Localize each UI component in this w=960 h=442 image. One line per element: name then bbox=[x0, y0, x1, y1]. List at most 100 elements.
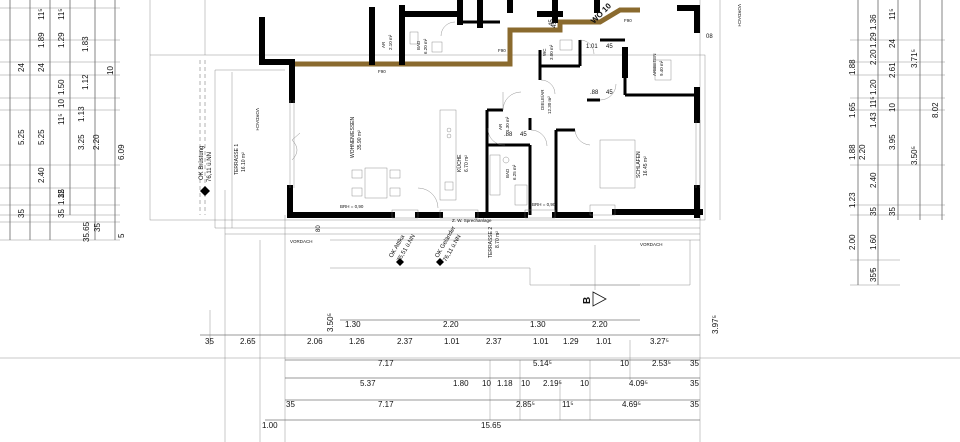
dim-left-inner-7: 3.25 bbox=[77, 134, 86, 150]
room-diele-area: 12.30 m² bbox=[547, 96, 552, 114]
dim-right-col1-9: 35⁵ bbox=[869, 270, 878, 282]
dim-right-col3-0: 24 bbox=[888, 39, 897, 48]
dim-right-col2-9: 5 bbox=[869, 267, 878, 272]
dim-row5-0: 35 bbox=[286, 400, 295, 409]
dim-row6-0: 1.00 bbox=[262, 421, 278, 430]
dim-right-col1-4: 1.88 bbox=[848, 144, 857, 160]
bottom-dimension-lines bbox=[0, 190, 960, 442]
dim-left-inner-8: 2.20 bbox=[92, 134, 101, 150]
label-vordach-bottom-right: VORDACH bbox=[640, 242, 663, 247]
room-kueche-area: 6.70 m² bbox=[464, 155, 470, 172]
dim-row4-8: 35 bbox=[690, 379, 699, 388]
dim-right-col2-1: 1.29 bbox=[869, 32, 878, 48]
doors bbox=[417, 21, 617, 209]
dim-left-outer-3: 10 bbox=[106, 66, 115, 75]
room-kueche-name: KÜCHE bbox=[456, 154, 463, 172]
room-bad-lower-name: BAD bbox=[505, 168, 510, 178]
label-brh-left: BRH = 0,90 bbox=[340, 204, 364, 209]
annotations: WO 10 F90 F90 F90 BRH = 0,90 BRH = 0,90 … bbox=[199, 1, 742, 307]
room-terrasse2-name: TERRASSE 2 bbox=[488, 227, 494, 258]
dim-right-col1-6: 1.23 bbox=[848, 192, 857, 208]
room-schlafen-name: SCHLAFEN bbox=[636, 151, 642, 178]
level-marker-bruestung bbox=[200, 186, 210, 196]
dim-row4-6: 10 bbox=[580, 379, 589, 388]
room-ar-upper-area: 2.10 m² bbox=[388, 34, 393, 50]
level-marker-gelaender bbox=[436, 258, 444, 266]
dim-left-outer-0: 11⁵ bbox=[37, 8, 46, 20]
dim-right-col2-0: 11⁵ bbox=[888, 8, 897, 20]
room-arbeiten-name: ARBEITEN bbox=[652, 53, 657, 76]
dim-left-inner-5: 1.13 bbox=[77, 106, 86, 122]
right-dimension-lines bbox=[850, 0, 945, 286]
dim-row3-3: 2.53⁵ bbox=[652, 359, 671, 368]
room-terrasse1-area: 16.10 m² bbox=[241, 152, 247, 172]
dim-left-inner-1: 1.29 bbox=[57, 32, 66, 48]
dim-row5-4: 4.69⁵ bbox=[622, 400, 641, 409]
dim-right-col1-7: 35 bbox=[869, 207, 878, 216]
label-ok-bruestung: OK Brüstung bbox=[199, 146, 205, 180]
room-diele-name: DIELE/AR bbox=[540, 89, 545, 110]
dim-row2-5: 1.01 bbox=[444, 337, 460, 346]
room-wc-name: WC bbox=[542, 48, 547, 56]
label-door-45d: 45 bbox=[520, 132, 527, 138]
dim-left-outer-2: 24 bbox=[17, 63, 26, 72]
dim-row5-3: 11⁵ bbox=[562, 400, 574, 409]
dim-right-col1-8: 2.00 bbox=[848, 234, 857, 250]
dim-right-col2-5: 3.95 bbox=[888, 134, 897, 150]
left-dimension-texts: 11⁵ 1.89 24 10 5.25 6.09 35 35.65 35 5.2… bbox=[17, 8, 126, 242]
room-wc-area: 3.00 m² bbox=[549, 44, 554, 60]
section-arrow-icon bbox=[592, 291, 607, 307]
dim-left-outer-7: 35.65 bbox=[82, 221, 91, 242]
dim-left-outer-5: 6.09 bbox=[117, 144, 126, 160]
dim-right-col4-1: 8.02 bbox=[931, 102, 940, 118]
label-vordach-left: VORDACH bbox=[255, 108, 260, 131]
dim-row5-1: 7.17 bbox=[378, 400, 394, 409]
label-door-45b: 45 bbox=[606, 44, 613, 50]
dim-left-col4-2: 35 bbox=[57, 189, 66, 198]
bottom-dimension-texts: 1.30 2.20 1.30 2.20 35 2.65 2.06 1.26 2.… bbox=[205, 320, 699, 430]
dim-left-col4-0: 1.83 bbox=[81, 36, 90, 52]
room-ar-upper-name: AR bbox=[381, 41, 386, 48]
label-f90-b: F90 bbox=[498, 48, 506, 53]
label-door-88b: .88 bbox=[504, 132, 513, 138]
dim-right-col1-2: 1.88 bbox=[848, 59, 857, 75]
dim-right-col4-0: 3.71⁵ bbox=[910, 49, 919, 68]
dim-row1-1: 2.20 bbox=[443, 320, 459, 329]
dim-left-col4-3: 5 bbox=[117, 233, 126, 238]
dim-right-col1-0: 1.36 bbox=[869, 14, 878, 30]
dim-row3-1: 5.14⁵ bbox=[533, 359, 552, 368]
room-schlafen-area: 16.45 m² bbox=[643, 156, 649, 176]
dim-left-inner-6: 10 bbox=[57, 99, 66, 108]
dim-row4-1: 1.80 bbox=[453, 379, 469, 388]
furniture bbox=[351, 31, 672, 206]
dim-left-mid-0: 5.25 bbox=[37, 129, 46, 145]
room-ar-mid-name: AR bbox=[498, 123, 503, 130]
dim-right-col3-2: 10 bbox=[888, 103, 897, 112]
room-bad-upper-area: 6.20 m² bbox=[423, 38, 428, 54]
dim-row6-1: 15.65 bbox=[481, 421, 502, 430]
level-marker-attika bbox=[396, 258, 404, 266]
dim-row5-2: 2.85⁵ bbox=[516, 400, 535, 409]
dim-left-mid-1: 2.40 bbox=[37, 167, 46, 183]
dim-row3-0: 7.17 bbox=[378, 359, 394, 368]
dim-side-left-0: 3.50⁵ bbox=[326, 313, 335, 332]
dim-right-col3-1: 2.61 bbox=[888, 62, 897, 78]
dim-left-outer-4: 5.25 bbox=[17, 129, 26, 145]
dim-left-inner-2: 24 bbox=[37, 63, 46, 72]
label-f90-c: F90 bbox=[624, 18, 632, 23]
dim-left-inner-3: 1.50 bbox=[57, 79, 66, 95]
label-vordach-right: VORDACH bbox=[737, 4, 742, 27]
dim-left-mid-2: 1.12 bbox=[57, 189, 66, 205]
dim-right-side-0: 3.97⁵ bbox=[711, 315, 720, 334]
label-door-45a: 45 bbox=[552, 21, 558, 28]
room-bad-upper-name: BAD bbox=[416, 40, 421, 50]
label-brh-right: BRH = 0,90 bbox=[532, 202, 556, 207]
label-ok-bruestung-value: 76,11 ü.NN bbox=[207, 152, 213, 182]
dim-left-outer-1: 1.89 bbox=[37, 32, 46, 48]
room-labels: WOHNEN/ESSEN 35.90 m² TERRASSE 1 16.10 m… bbox=[234, 34, 664, 258]
label-r08: 08 bbox=[706, 34, 713, 40]
right-dimension-texts: 1.36 2.20 1.88 1.65 1.88 2.20 1.23 35 2.… bbox=[326, 8, 940, 334]
room-ar-mid-area: 1.30 m² bbox=[505, 116, 510, 132]
